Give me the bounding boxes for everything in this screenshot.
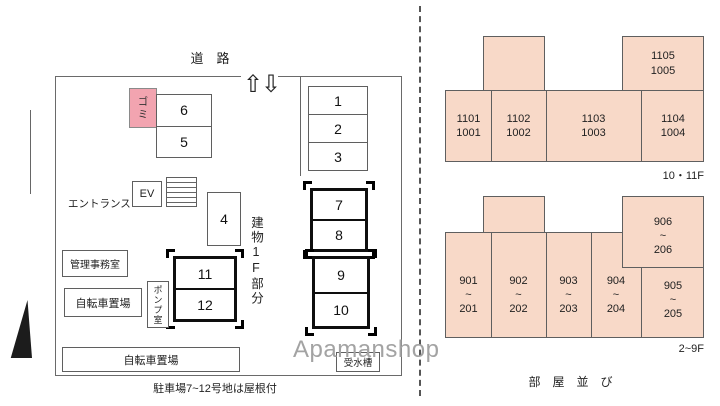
parking-space-11: 11 bbox=[197, 265, 213, 282]
unit-902-202: 902 ~ 202 bbox=[509, 274, 528, 316]
management-office-box: 管理事務室 bbox=[62, 250, 128, 277]
unit-1103-1003: 1103 1003 bbox=[581, 112, 606, 139]
upper-floor-row: 1101 1001 1102 1002 1103 1003 1104 1004 bbox=[445, 90, 704, 162]
roof-corner-mark bbox=[235, 320, 244, 329]
roof-corner-mark bbox=[166, 249, 175, 258]
building-1f-label: 建物1F部分 bbox=[249, 216, 263, 306]
roof-note: 駐車場7~12号地は屋根付 bbox=[153, 383, 277, 395]
roof-corner-mark bbox=[366, 181, 375, 190]
parking-space-3: 3 bbox=[309, 142, 367, 170]
north-arrow-icon bbox=[10, 300, 32, 358]
dashed-divider bbox=[419, 6, 421, 396]
bicycle-parking-box: 自転車置場 bbox=[64, 288, 142, 317]
garbage-label: ゴミ bbox=[136, 95, 149, 121]
unit-1101-1001: 1101 1001 bbox=[456, 112, 481, 139]
elevator-box: EV bbox=[132, 181, 162, 207]
roof-corner-mark bbox=[235, 249, 244, 258]
divider-line bbox=[591, 233, 592, 337]
upper-floor-shape-extension bbox=[483, 36, 545, 91]
unit-1105-1005: 1105 1005 bbox=[622, 36, 704, 91]
garbage-area: ゴミ bbox=[129, 88, 157, 128]
water-tank-box: 受水槽 bbox=[336, 352, 380, 372]
unit-1102-1002: 1102 1002 bbox=[506, 112, 531, 139]
parking-space-1: 1 bbox=[334, 92, 342, 109]
parking-space-6: 6 bbox=[180, 102, 188, 119]
unit-906-206: 906 ~ 206 bbox=[622, 196, 704, 268]
floor-label-2-9f: 2~9F bbox=[678, 343, 704, 355]
parking-space-12: 12 bbox=[176, 288, 234, 319]
parking-space-10: 10 bbox=[315, 291, 367, 327]
floor-label-10-11f: 10・11F bbox=[662, 170, 704, 182]
divider-line bbox=[546, 91, 547, 161]
arrow-down-icon: ⇩ bbox=[261, 71, 282, 98]
arrow-up-icon: ⇧ bbox=[243, 71, 264, 98]
pump-room-label: ポンプ室 bbox=[152, 284, 163, 325]
stairs-icon bbox=[166, 177, 197, 207]
unit-903-203: 903 ~ 203 bbox=[559, 274, 578, 316]
roof-corner-mark bbox=[368, 249, 377, 258]
roofed-parking-7-8: 7 8 bbox=[303, 181, 375, 259]
entrance-opening bbox=[241, 74, 278, 79]
parking-space-2: 2 bbox=[309, 114, 367, 142]
parking-space-5: 5 bbox=[157, 125, 211, 158]
watermark: Apamanshop bbox=[293, 336, 440, 363]
divider-line bbox=[641, 233, 642, 337]
roof-corner-mark bbox=[366, 250, 375, 259]
unit-1104-1004: 1104 1004 bbox=[660, 112, 686, 139]
divider-line bbox=[641, 91, 642, 161]
parking-space-8: 8 bbox=[313, 219, 365, 249]
parking-space-9: 9 bbox=[337, 267, 345, 284]
roofed-parking-9-10: 9 10 bbox=[305, 249, 377, 336]
parking-space-7: 7 bbox=[335, 197, 343, 213]
unit-901-201: 901 ~ 201 bbox=[459, 274, 478, 316]
unit-905-205: 905 ~ 205 bbox=[663, 279, 683, 321]
divider-line bbox=[546, 233, 547, 337]
divider-line bbox=[491, 91, 492, 161]
roof-corner-mark bbox=[305, 249, 314, 258]
boundary-line-left bbox=[30, 110, 31, 194]
parking-space-4: 4 bbox=[207, 192, 241, 246]
lower-floor-shape-extension bbox=[483, 196, 545, 233]
parking-column-6-5: 6 5 bbox=[156, 94, 212, 158]
unit-904-204: 904 ~ 204 bbox=[606, 274, 626, 316]
room-arrangement-caption: 部 屋 並 び bbox=[528, 375, 613, 389]
divider-line bbox=[491, 233, 492, 337]
bicycle-parking-box-bottom: 自転車置場 bbox=[62, 347, 240, 372]
roof-corner-mark bbox=[303, 181, 312, 190]
divider-line bbox=[300, 77, 301, 176]
plot-outline bbox=[55, 76, 402, 376]
roof-corner-mark bbox=[368, 327, 377, 336]
roofed-parking-11-12: 11 12 bbox=[166, 249, 244, 329]
entrance-label: エントランス bbox=[68, 198, 131, 210]
road-label: 道 路 bbox=[190, 51, 230, 66]
pump-room-box: ポンプ室 bbox=[147, 281, 169, 328]
parking-column-1-2-3: 1 2 3 bbox=[308, 86, 368, 171]
roof-corner-mark bbox=[305, 327, 314, 336]
